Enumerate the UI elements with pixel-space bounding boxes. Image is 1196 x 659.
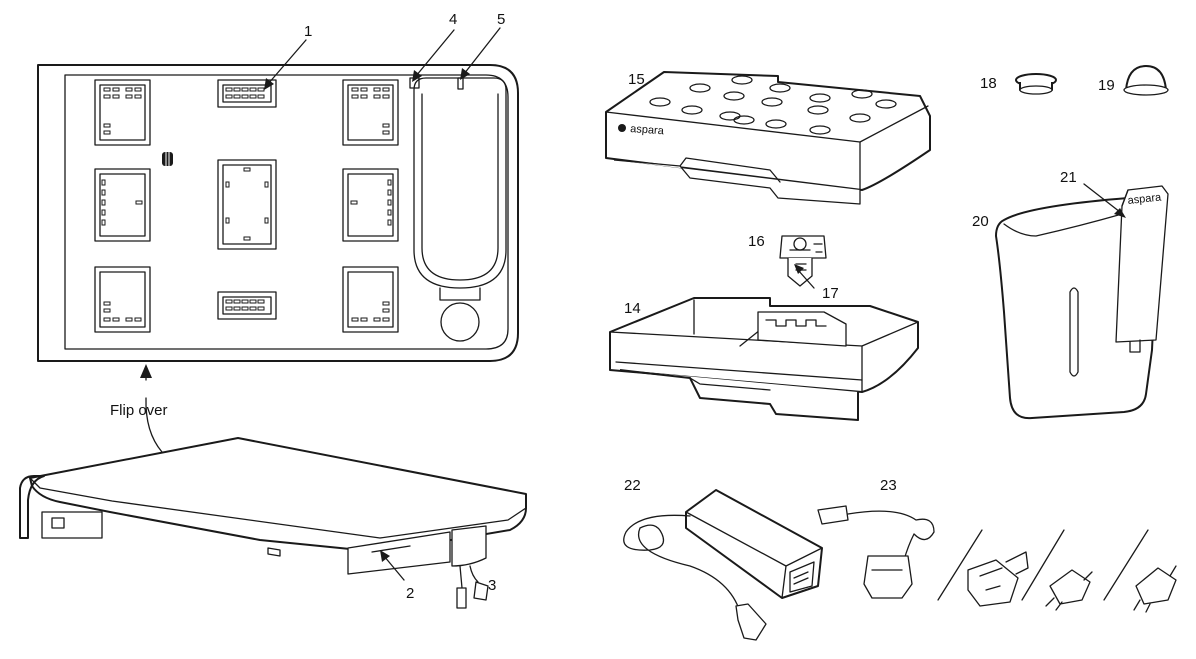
callout-14: 14 [624, 300, 641, 317]
callout-4: 4 [449, 11, 457, 28]
callout-21: 21 [1060, 169, 1077, 186]
callout-20: 20 [972, 213, 989, 230]
callout-16: 16 [748, 233, 765, 250]
callout-22: 22 [624, 477, 641, 494]
water-jug: aspara [995, 185, 1169, 420]
power-adapter [623, 489, 823, 641]
pod-recess [342, 266, 399, 333]
callout-3: 3 [488, 577, 496, 594]
pod-recess [342, 79, 399, 146]
pod-recess [94, 266, 151, 333]
plug-au [1133, 565, 1177, 613]
callout-5: 5 [497, 11, 505, 28]
pod-recess [94, 79, 151, 146]
callout-15: 15 [628, 71, 645, 88]
wide-recess [217, 79, 277, 108]
pod-cap-flat [1015, 73, 1057, 95]
jug-brand-logo: aspara [1127, 191, 1163, 207]
pod-recess [94, 168, 151, 242]
callout-18: 18 [980, 75, 997, 92]
level-float [779, 235, 827, 287]
base-top-view [19, 437, 527, 609]
pod-cap-dome [1123, 65, 1169, 96]
callout-19: 19 [1098, 77, 1115, 94]
callout-17: 17 [822, 285, 839, 302]
plug-eu [967, 551, 1029, 607]
leader-lines [264, 27, 1126, 581]
wide-recess [217, 291, 277, 320]
water-tank [609, 297, 919, 421]
flip-over-arrow [140, 364, 163, 453]
callout-2: 2 [406, 585, 414, 602]
top-lid: aspara [605, 71, 931, 205]
pod-recess [342, 168, 399, 242]
flip-over-label: Flip over [110, 402, 168, 419]
divider-lines [937, 529, 1149, 601]
power-cord-uk [817, 505, 935, 599]
callout-labels: 1 2 3 4 5 14 15 16 17 18 19 20 21 22 23 [304, 11, 1115, 602]
plug-us [1045, 569, 1093, 611]
pod-recess [217, 159, 277, 250]
base-underside [37, 64, 519, 362]
brand-logo: aspara [630, 123, 665, 137]
callout-1: 1 [304, 23, 312, 40]
callout-23: 23 [880, 477, 897, 494]
